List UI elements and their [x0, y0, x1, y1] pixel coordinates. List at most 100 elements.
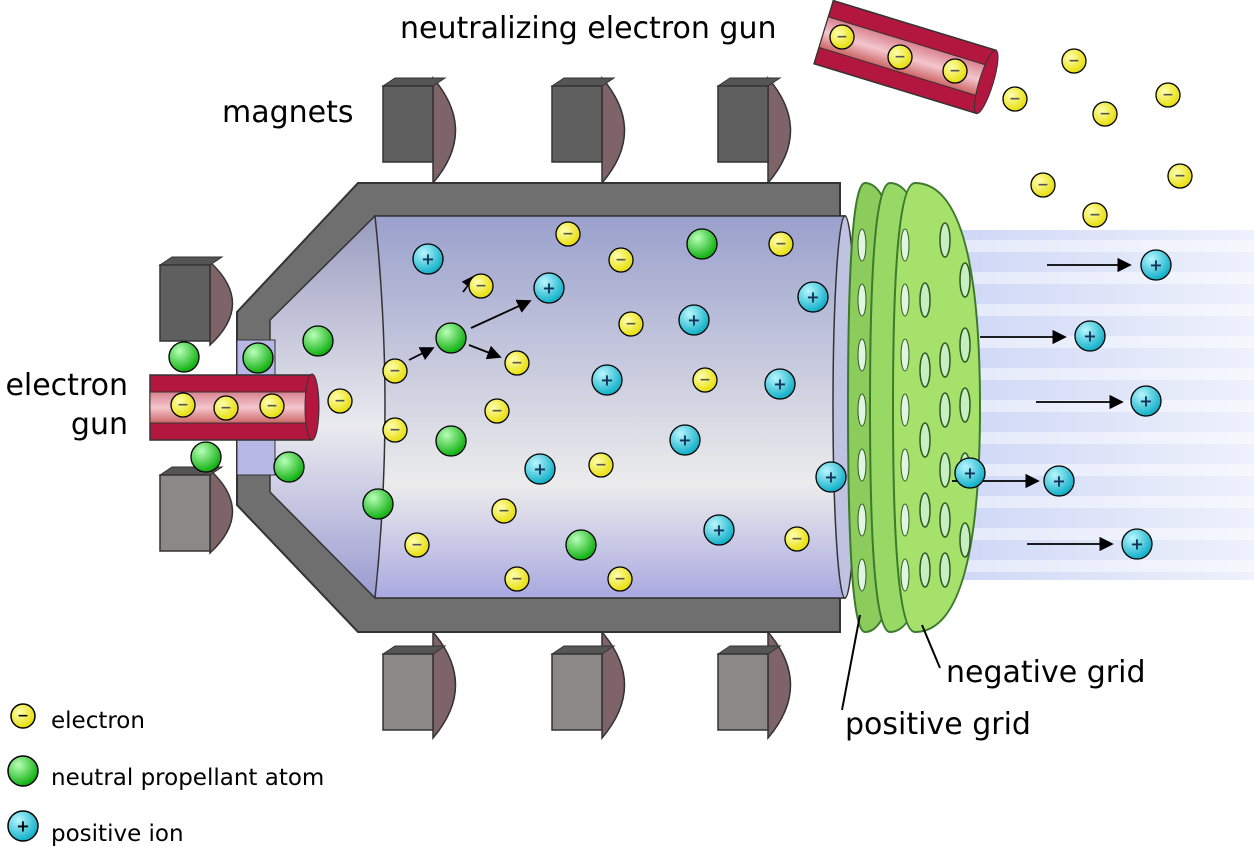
magnet	[716, 629, 792, 741]
electron-particle: −	[484, 398, 510, 424]
legend-electron: − electron	[10, 703, 145, 734]
ion-particle: +	[815, 461, 847, 493]
grid-hole	[919, 552, 931, 588]
legend-atom: neutral propellant atom	[7, 755, 324, 791]
electron-particle: −	[259, 393, 285, 419]
svg-text:+: +	[1130, 535, 1143, 554]
atom-particle	[242, 342, 274, 374]
grid-hole	[857, 393, 867, 427]
magnets-label: magnets	[222, 95, 354, 130]
svg-text:−: −	[475, 278, 487, 294]
electron-particle: −	[784, 526, 810, 552]
grid-hole	[939, 342, 951, 378]
electron-particle: −	[1061, 48, 1087, 74]
ion-particle: +	[1130, 385, 1162, 417]
svg-text:−: −	[177, 397, 189, 413]
svg-text:−: −	[1037, 177, 1049, 193]
grid-hole	[939, 502, 951, 538]
grid-hole	[857, 228, 867, 262]
svg-text:−: −	[498, 503, 510, 519]
electron-particle: −	[768, 231, 794, 257]
electron-particle: −	[608, 247, 634, 273]
grid-hole	[919, 422, 931, 458]
svg-text:−: −	[791, 531, 803, 547]
grid-hole	[857, 283, 867, 317]
beam-stripe	[960, 400, 1254, 412]
ion-particle: +	[1121, 528, 1153, 560]
electron-particle: −	[404, 532, 430, 558]
electron-particle: −	[468, 273, 494, 299]
grid-hole	[900, 448, 910, 482]
electron-particle: −	[1167, 163, 1193, 189]
atom-particle	[565, 529, 597, 561]
grid-hole	[900, 228, 910, 262]
svg-text:−: −	[836, 29, 848, 45]
electron-icon	[10, 703, 36, 729]
ion-particle: +	[412, 243, 444, 275]
svg-text:+: +	[963, 464, 976, 483]
neutralizing-gun-label: neutralizing electron gun	[400, 11, 776, 46]
beam-stripe	[960, 496, 1254, 508]
electron-particle: −	[588, 452, 614, 478]
svg-text:+: +	[824, 468, 837, 487]
ion-particle: +	[1043, 465, 1075, 497]
svg-text:−: −	[511, 355, 523, 371]
svg-text:−: −	[775, 236, 787, 252]
svg-text:+: +	[773, 375, 786, 394]
electron-particle: −	[504, 566, 530, 592]
electron-particle: −	[491, 498, 517, 524]
grid-hole	[959, 327, 971, 363]
svg-text:−: −	[699, 372, 711, 388]
ion-particle: +	[591, 364, 623, 396]
electron-particle: −	[1155, 82, 1181, 108]
magnets	[158, 75, 792, 741]
svg-text:−: −	[894, 49, 906, 65]
ion-particle: +	[669, 424, 701, 456]
beam-stripe	[960, 272, 1254, 284]
positive-grid-label: positive grid	[845, 707, 1031, 742]
svg-text:+: +	[1139, 392, 1152, 411]
electron-particle: −	[1002, 86, 1028, 112]
svg-text:−: −	[491, 403, 503, 419]
ion-particle: +	[524, 453, 556, 485]
svg-text:−: −	[389, 363, 401, 379]
electron-symbol: −	[17, 708, 29, 724]
grid-hole	[959, 387, 971, 423]
atom-particle	[273, 451, 305, 483]
motion-arrows	[408, 257, 1132, 552]
atom-particle	[190, 441, 222, 473]
electron-particle: −	[213, 395, 239, 421]
magnet	[550, 75, 626, 186]
svg-text:+: +	[1149, 256, 1162, 275]
svg-text:−: −	[1089, 207, 1101, 223]
svg-text:+: +	[1083, 327, 1096, 346]
electron-particle: −	[504, 350, 530, 376]
legend-electron-label: electron	[51, 708, 145, 734]
grid-hole	[939, 392, 951, 428]
beam-stripe	[960, 464, 1254, 476]
electron-particle: −	[327, 388, 353, 414]
electron-particle: −	[1092, 101, 1118, 127]
svg-text:+: +	[542, 279, 555, 298]
svg-text:−: −	[625, 316, 637, 332]
electron-particle: −	[942, 58, 968, 84]
svg-text:−: −	[1099, 106, 1111, 122]
grid-hole	[939, 552, 951, 588]
atom-particle	[302, 325, 334, 357]
legend-ion-label: positive ion	[51, 821, 184, 847]
svg-text:+: +	[600, 371, 613, 390]
svg-text:−: −	[615, 252, 627, 268]
svg-text:−: −	[1068, 53, 1080, 69]
svg-text:+: +	[712, 521, 725, 540]
negative-grid-label: negative grid	[946, 655, 1146, 690]
electron-particle: −	[1030, 172, 1056, 198]
grid-hole	[900, 393, 910, 427]
legend-ion: + positive ion	[7, 810, 184, 847]
grid-hole	[959, 522, 971, 558]
ion-particle: +	[533, 272, 565, 304]
beam-stripe	[960, 368, 1254, 380]
electron-particle: −	[618, 311, 644, 337]
beam-stripe	[960, 528, 1254, 540]
atom-icon	[7, 755, 39, 787]
svg-text:−: −	[389, 422, 401, 438]
